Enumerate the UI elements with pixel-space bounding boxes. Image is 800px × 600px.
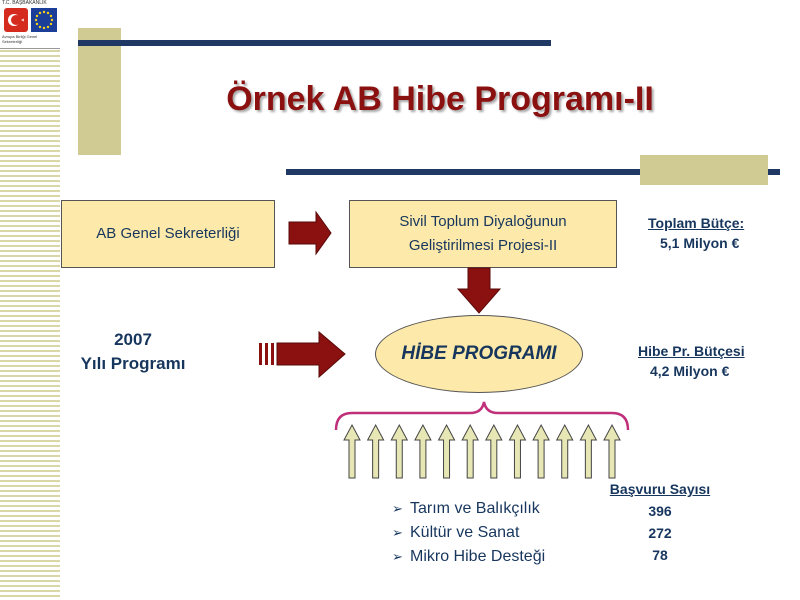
- total-budget: Toplam Bütçe: 5,1 Milyon €: [640, 213, 760, 253]
- category-label: Tarım ve Balıkçılık: [410, 500, 540, 517]
- application-count: 78: [652, 547, 668, 563]
- arrow-bullet-icon: ➢: [392, 525, 403, 540]
- right-arrow-icon: [288, 210, 332, 256]
- application-counts: Başvuru Sayısı 396 272 78: [600, 478, 720, 566]
- up-arrow-icon: [390, 423, 409, 479]
- eu-flag-icon: [31, 8, 57, 32]
- olive-block-decoration: [78, 28, 121, 155]
- application-count-header: Başvuru Sayısı: [609, 481, 711, 497]
- up-arrow-icon: [343, 423, 361, 479]
- ab-genel-sekreterligi-box: AB Genel Sekreterliği: [61, 200, 275, 268]
- year-program-label: Yılı Programı: [80, 354, 186, 373]
- navy-line-decoration: [78, 40, 551, 46]
- up-arrow-icon: [414, 423, 432, 479]
- left-stripe-decoration: [0, 0, 60, 600]
- up-arrow-icon: [508, 423, 527, 479]
- up-arrow-icon: [579, 423, 598, 479]
- category-label: Kültür ve Sanat: [410, 524, 520, 541]
- application-categories: ➢ Tarım ve Balıkçılık ➢ Kültür ve Sanat ➢ M…: [392, 497, 545, 569]
- up-arrow-icon: [461, 423, 480, 479]
- year-program: 2007 Yılı Programı: [70, 328, 196, 376]
- list-item: ➢ Mikro Hibe Desteği: [392, 545, 545, 569]
- year-label: 2007: [114, 330, 152, 349]
- total-budget-value: 5,1 Milyon €: [660, 235, 740, 251]
- ab-genel-label: AB Genel Sekreterliği: [96, 225, 240, 242]
- application-count: 396: [648, 503, 672, 519]
- curly-brace-icon: [334, 401, 630, 431]
- total-budget-label: Toplam Bütçe:: [648, 215, 745, 231]
- grant-budget-value: 4,2 Milyon €: [650, 363, 730, 379]
- up-arrow-icon: [532, 423, 550, 479]
- up-arrow-icon: [484, 423, 503, 479]
- down-arrow-icon: [456, 267, 502, 314]
- arrow-bullet-icon: ➢: [392, 549, 403, 564]
- logo: T.C. BAŞBAKANLIK Avrupa Birliği Genel Se…: [0, 0, 60, 49]
- up-arrows-group: [343, 423, 621, 479]
- list-item: ➢ Tarım ve Balıkçılık: [392, 497, 545, 521]
- sivil-toplum-label-line2: Geliştirilmesi Projesi-II: [408, 237, 558, 254]
- up-arrow-icon: [603, 423, 621, 479]
- slide-title: Örnek AB Hibe Programı-II: [226, 80, 654, 118]
- list-item: ➢ Kültür ve Sanat: [392, 521, 545, 545]
- year-to-hibe-arrow-icon: [259, 330, 346, 379]
- grant-budget: Hibe Pr. Bütçesi 4,2 Milyon €: [632, 341, 762, 381]
- hibe-programi-ellipse: HİBE PROGRAMI: [375, 315, 583, 393]
- up-arrow-icon: [437, 423, 456, 479]
- olive-block-decoration: [640, 155, 768, 185]
- application-count: 272: [648, 525, 672, 541]
- category-label: Mikro Hibe Desteği: [410, 548, 546, 565]
- sivil-toplum-box: Sivil Toplum Diyaloğunun Geliştirilmesi …: [349, 200, 617, 268]
- navy-line-decoration: [286, 169, 780, 175]
- up-arrow-icon: [366, 423, 385, 479]
- hibe-programi-label: HİBE PROGRAMI: [401, 343, 557, 364]
- logo-top-text: T.C. BAŞBAKANLIK: [2, 0, 47, 6]
- logo-bottom-text: Avrupa Birliği Genel Sekreterliği: [2, 34, 38, 44]
- arrow-bullet-icon: ➢: [392, 501, 403, 516]
- up-arrow-icon: [555, 423, 574, 479]
- sivil-toplum-label-line1: Sivil Toplum Diyaloğunun: [399, 213, 567, 230]
- grant-budget-label: Hibe Pr. Bütçesi: [638, 343, 745, 359]
- turkey-flag-icon: [4, 8, 28, 32]
